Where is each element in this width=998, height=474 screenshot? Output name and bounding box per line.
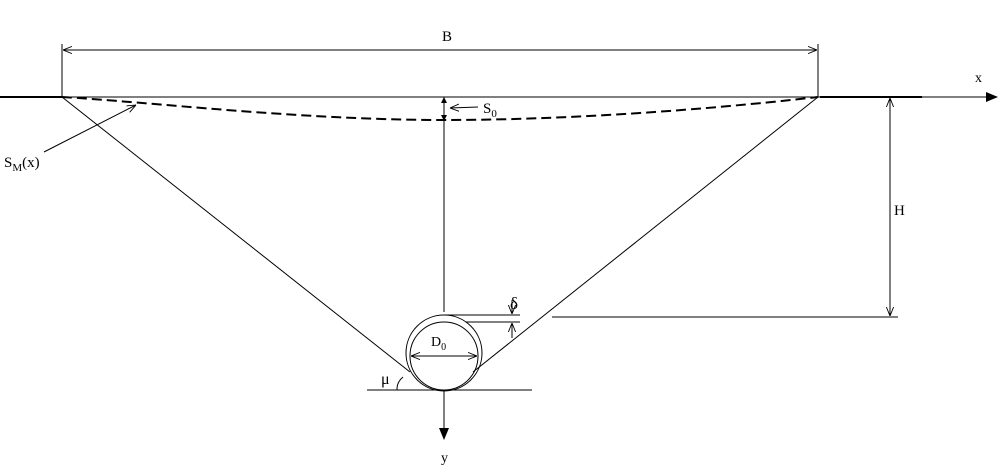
right-boundary-line [472,96,819,373]
width-b-label: B [442,29,452,45]
settlement-trough-curve [61,96,819,122]
y-axis-arrowhead [439,428,449,440]
s0-label: S0 [483,101,497,120]
left-boundary-line [61,96,411,373]
excavation-outer-circle [405,314,483,392]
s0-leader-arrow [450,107,479,108]
depth-h-label: H [894,203,905,219]
y-axis-label: y [441,451,448,466]
x-axis-arrowhead [986,92,998,102]
s0-upper-arrow [441,97,447,103]
x-axis-label: x [975,71,982,86]
d0-label: D0 [431,335,446,353]
s0-lower-arrow [441,115,447,121]
delta-label: δ [510,294,518,313]
angle-mu-arc [396,376,404,391]
angle-mu-label: μ [381,371,390,388]
sm-leader-arrow [43,105,136,153]
sm-label: SM(x) [4,155,40,174]
